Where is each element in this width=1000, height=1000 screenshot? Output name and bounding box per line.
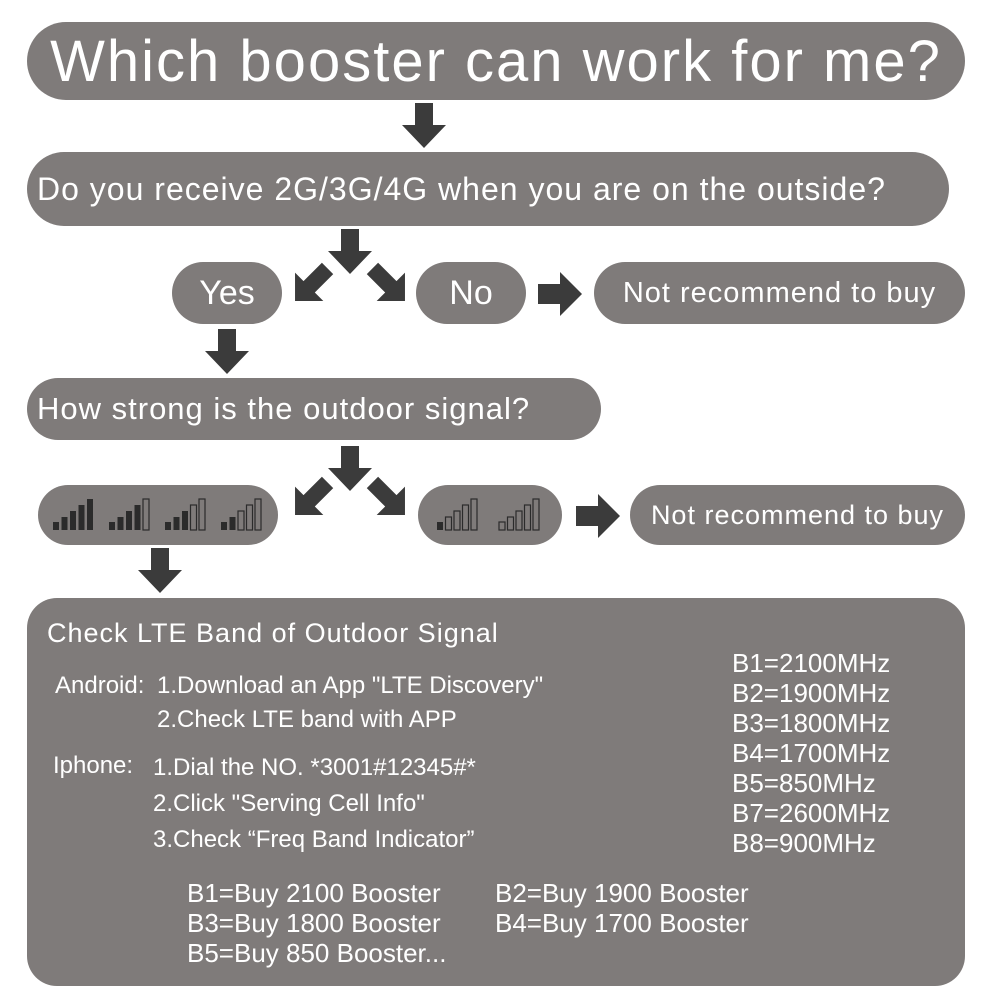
lte-band-info-box: Check LTE Band of Outdoor Signal Android… <box>27 598 965 986</box>
buy-b1: B1=Buy 2100 Booster <box>187 878 441 908</box>
signal-bars-icon <box>164 497 208 531</box>
title-text: Which booster can work for me? <box>50 28 942 94</box>
band-b7: B7=2600MHz <box>732 798 891 828</box>
buy-b2: B2=Buy 1900 Booster <box>495 878 749 908</box>
android-step-1: 1.Download an App "LTE Discovery" <box>157 672 544 699</box>
arrow-down-icon <box>136 548 184 594</box>
iphone-step-1: 1.Dial the NO. *3001#12345#* <box>153 754 476 781</box>
arrow-down-icon <box>326 229 374 275</box>
band-b4: B4=1700MHz <box>732 738 891 768</box>
iphone-step-3: 3.Check “Freq Band Indicator” <box>153 826 475 853</box>
arrow-right-icon <box>536 270 584 318</box>
not-recommend-text: Not recommend to buy <box>622 276 937 309</box>
arrow-down-icon <box>203 329 251 375</box>
arrow-down-right-icon <box>358 254 418 314</box>
band-b3: B3=1800MHz <box>732 708 891 738</box>
yes-box: Yes <box>172 262 282 324</box>
arrow-down-right-icon <box>358 468 418 528</box>
lte-heading: Check LTE Band of Outdoor Signal <box>47 618 499 648</box>
band-b1: B1=2100MHz <box>732 648 891 678</box>
question-outdoor-signal-box: Do you receive 2G/3G/4G when you are on … <box>27 152 949 226</box>
strong-signal-box <box>38 485 278 545</box>
question-signal-strength-text: How strong is the outdoor signal? <box>37 391 531 426</box>
android-step-2: 2.Check LTE band with APP <box>157 706 457 733</box>
buy-b4: B4=Buy 1700 Booster <box>495 908 749 938</box>
weak-signal-box <box>418 485 562 545</box>
band-b8: B8=900MHz <box>732 828 876 858</box>
signal-bars-icon <box>52 497 96 531</box>
no-box: No <box>416 262 526 324</box>
arrow-down-icon <box>326 446 374 492</box>
arrow-down-left-icon <box>282 468 342 528</box>
band-b2: B2=1900MHz <box>732 678 891 708</box>
band-b5: B5=850MHz <box>732 768 876 798</box>
signal-bars-icon <box>108 497 152 531</box>
question-outdoor-signal-text: Do you receive 2G/3G/4G when you are on … <box>37 170 886 207</box>
buy-b5: B5=Buy 850 Booster... <box>187 938 447 968</box>
arrow-down-left-icon <box>282 254 342 314</box>
yes-text: Yes <box>199 273 255 312</box>
signal-bars-icon <box>498 497 542 531</box>
arrow-down-icon <box>400 103 448 149</box>
not-recommend-box: Not recommend to buy <box>630 485 965 545</box>
title-box: Which booster can work for me? <box>27 22 965 100</box>
iphone-step-2: 2.Click "Serving Cell Info" <box>153 790 425 817</box>
no-text: No <box>449 273 493 312</box>
buy-b3: B3=Buy 1800 Booster <box>187 908 441 938</box>
not-recommend-text: Not recommend to buy <box>650 499 945 530</box>
question-signal-strength-box: How strong is the outdoor signal? <box>27 378 601 440</box>
signal-bars-icon <box>220 497 264 531</box>
not-recommend-box: Not recommend to buy <box>594 262 965 324</box>
signal-bars-icon <box>436 497 480 531</box>
iphone-label: Iphone: <box>53 752 134 779</box>
arrow-right-icon <box>574 492 622 540</box>
android-label: Android: <box>55 672 145 699</box>
